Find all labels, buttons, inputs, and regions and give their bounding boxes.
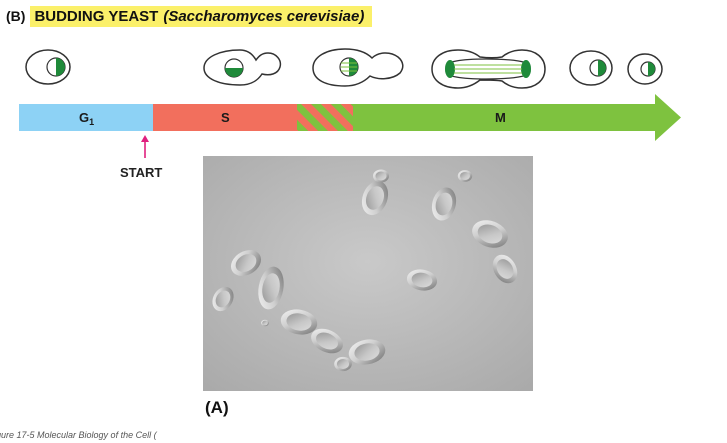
cell-anaphase bbox=[432, 50, 545, 88]
start-label: START bbox=[120, 165, 162, 180]
cell-budding bbox=[204, 50, 280, 85]
start-arrow-icon bbox=[130, 134, 160, 158]
figure-title: (B) BUDDING YEAST (Saccharomyces cerevisi… bbox=[6, 4, 372, 28]
phase-m-label: M bbox=[495, 110, 506, 125]
title-highlight: BUDDING YEAST (Saccharomyces cerevisiae) bbox=[30, 6, 372, 27]
cell-spindle bbox=[313, 49, 403, 86]
phase-s-label: S bbox=[221, 110, 230, 125]
cell-cycle-bar: G1 S M bbox=[0, 90, 727, 150]
nucleus-icon bbox=[521, 60, 531, 78]
cell-daughters bbox=[570, 51, 662, 85]
title-main: BUDDING YEAST bbox=[34, 8, 158, 25]
cell-g1 bbox=[26, 50, 70, 84]
title-species: (Saccharomyces cerevisiae) bbox=[163, 8, 364, 25]
yeast-micrograph bbox=[203, 156, 533, 391]
phase-transition-hatch bbox=[297, 104, 353, 131]
panel-b-label: (B) bbox=[6, 8, 25, 24]
panel-a-label: (A) bbox=[205, 398, 229, 418]
nucleus-icon bbox=[445, 60, 455, 78]
phase-m-arrow bbox=[353, 94, 681, 141]
figure-caption: igure 17-5 Molecular Biology of the Cell… bbox=[0, 430, 157, 440]
